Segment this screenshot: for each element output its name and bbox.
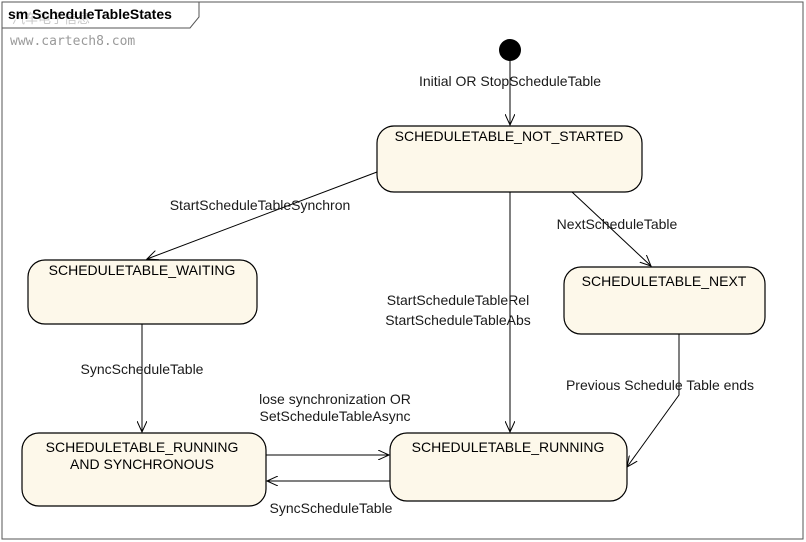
state-not-started-label: SCHEDULETABLE_NOT_STARTED <box>395 128 624 144</box>
state-waiting-label: SCHEDULETABLE_WAITING <box>49 262 236 278</box>
edge-start-rel-label: StartScheduleTableRel <box>387 292 529 308</box>
state-running-label: SCHEDULETABLE_RUNNING <box>412 439 605 455</box>
initial-node <box>499 39 521 61</box>
state-running-synchronous <box>21 432 267 507</box>
edge-next-schedule <box>571 191 651 266</box>
edge-initial-label: Initial OR StopScheduleTable <box>419 73 601 89</box>
state-next-label: SCHEDULETABLE_NEXT <box>582 273 747 289</box>
edge-previous-ends <box>627 334 680 467</box>
edge-lose-sync-label-2: SetScheduleTableAsync <box>260 408 411 424</box>
edge-sync-running-label: SyncScheduleTable <box>270 500 393 516</box>
diagram-title: sm ScheduleTableStates <box>8 6 172 22</box>
watermark-url: www.cartech8.com <box>10 34 135 49</box>
state-running-synchronous-label-2: AND SYNCHRONOUS <box>70 456 214 472</box>
edge-start-abs-label: StartScheduleTableAbs <box>385 312 531 328</box>
edge-lose-sync-label-1: lose synchronization OR <box>259 391 411 407</box>
edge-previous-ends-label: Previous Schedule Table ends <box>566 377 754 393</box>
watermark-logo: 汽车电子信息 <box>12 11 90 27</box>
edge-sync-waiting-label: SyncScheduleTable <box>81 361 204 377</box>
title-tab <box>1 1 200 29</box>
state-running-synchronous-label-1: SCHEDULETABLE_RUNNING <box>46 439 239 455</box>
edge-start-synchron-label: StartScheduleTableSynchron <box>170 197 351 213</box>
state-next <box>563 266 766 335</box>
edge-start-synchron <box>147 171 378 259</box>
edge-next-schedule-label: NextScheduleTable <box>557 216 678 232</box>
